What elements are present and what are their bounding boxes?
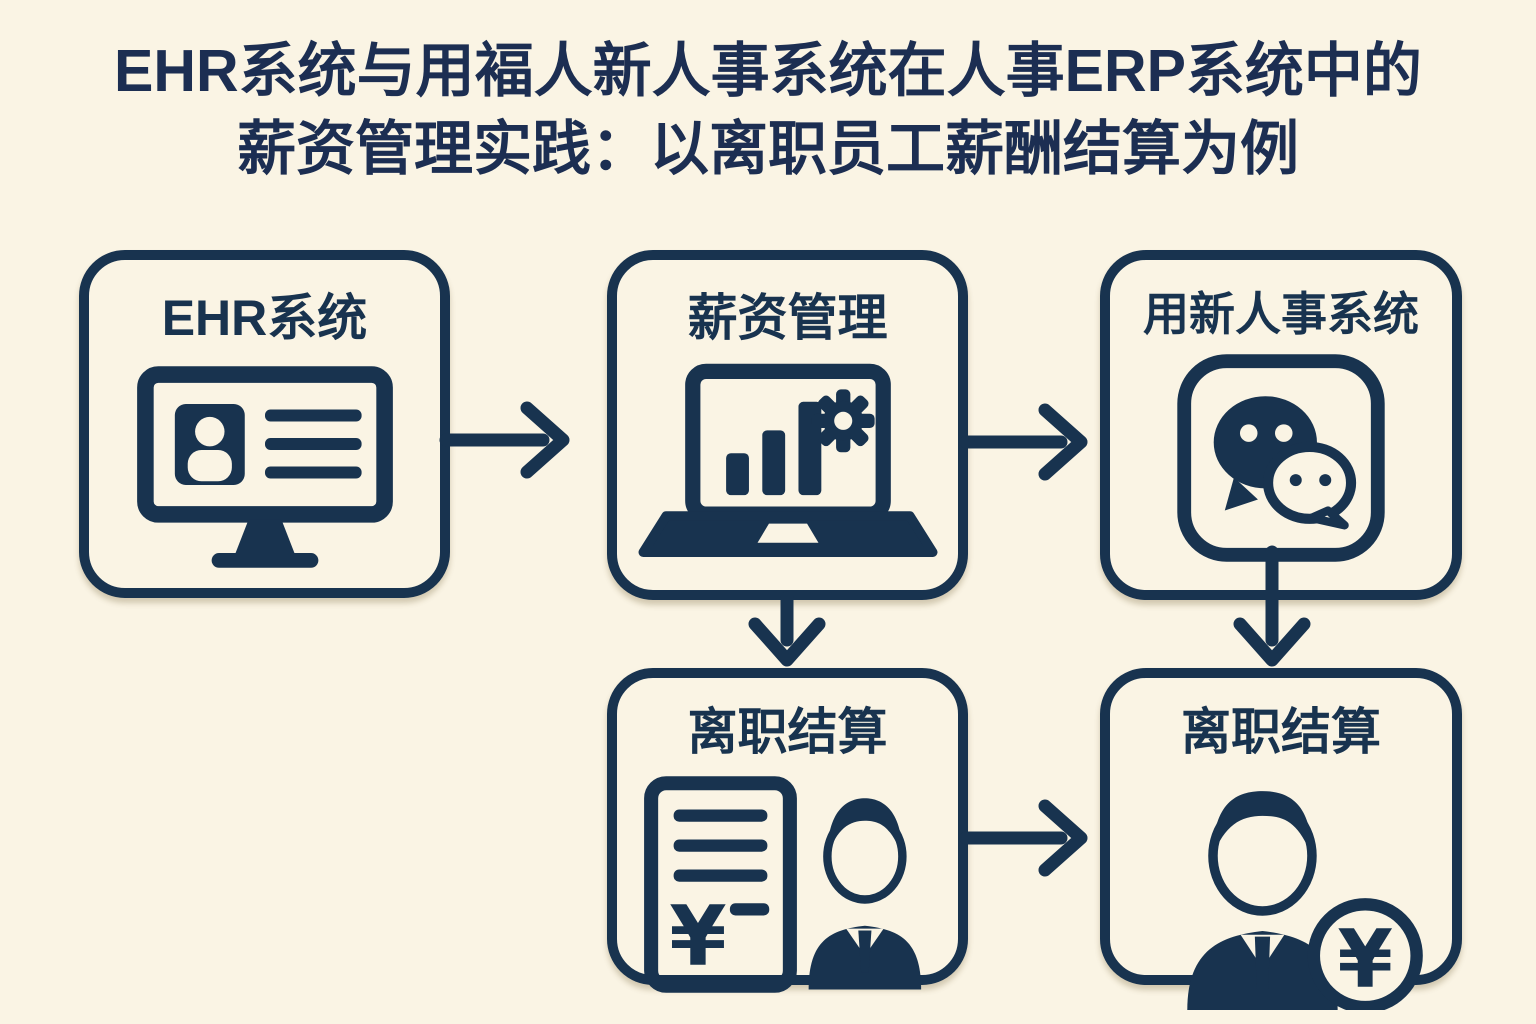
- chat-bubble-small: [1263, 441, 1357, 530]
- monitor-screen: [136, 366, 393, 523]
- monitor-stand: [235, 519, 294, 554]
- document-person-icon: ¥: [638, 772, 938, 997]
- node-ehr-system: EHR系统: [79, 250, 450, 598]
- node-departure-settlement-pay: 离职结算 ¥: [1100, 668, 1462, 1014]
- employee-bust: [1186, 791, 1338, 1010]
- diagram-title: EHR系统与用褔人新人事系统在人事ERP系统中的 薪资管理实践：以离职员工薪酬结…: [0, 38, 1536, 182]
- yuan-symbol: ¥: [669, 889, 726, 985]
- node-label: 离职结算: [687, 704, 888, 760]
- node-payroll-management: 薪资管理: [607, 250, 968, 600]
- laptop-chart-gear-icon: [626, 358, 950, 577]
- node-new-hr-system: 用新人事系统: [1100, 250, 1462, 600]
- node-departure-settlement-doc: 离职结算 ¥: [607, 668, 968, 993]
- app-container: [1177, 354, 1385, 562]
- node-label: 用新人事系统: [1143, 288, 1419, 340]
- chart-bars: [725, 401, 821, 496]
- employee-bust: [808, 798, 921, 990]
- gear-glyph: [811, 389, 875, 453]
- settlement-document: [643, 776, 797, 993]
- person-yuan-icon: ¥: [1134, 772, 1429, 1014]
- arrow-payroll-to-settlement: [748, 591, 826, 667]
- yuan-coin: ¥: [1307, 898, 1423, 1014]
- arrow-ehr-to-payroll: [439, 401, 570, 479]
- arrow-settlement-to-settlement: [959, 799, 1088, 877]
- node-label: 离职结算: [1181, 704, 1381, 760]
- arrow-payroll-to-newhr: [959, 403, 1088, 481]
- laptop-screen: [684, 363, 891, 522]
- yuan-symbol: ¥: [1337, 913, 1393, 1006]
- node-label: EHR系统: [161, 290, 368, 346]
- diagram-title-line2: 薪资管理实践：以离职员工薪酬结算为例: [236, 115, 1299, 182]
- wechat-icon: [1175, 352, 1387, 564]
- diagram-title-line1: EHR系统与用褔人新人事系统在人事ERP系统中的: [114, 38, 1422, 104]
- monitor-profile-icon: [127, 358, 403, 588]
- node-label: 薪资管理: [687, 290, 888, 346]
